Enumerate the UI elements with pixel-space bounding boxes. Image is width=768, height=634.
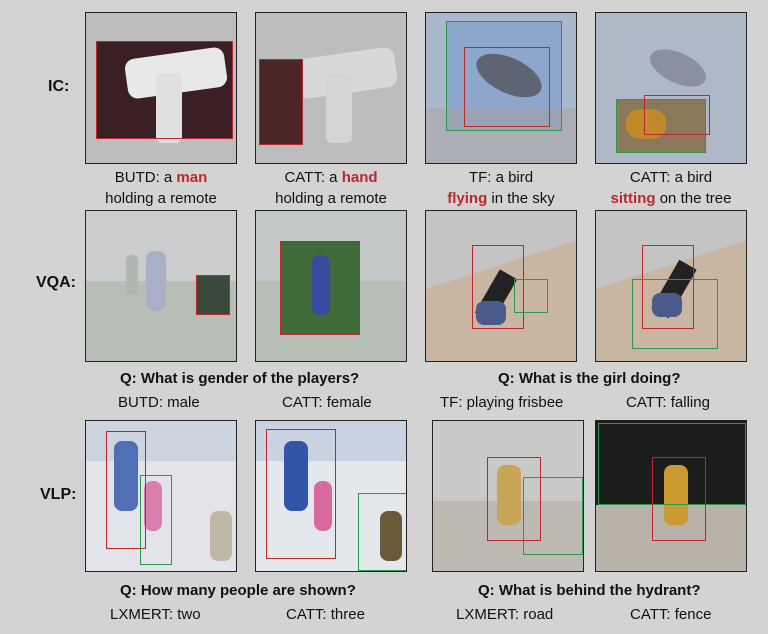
ic-box-1: [96, 41, 233, 139]
ic-image-4: [595, 12, 747, 164]
vlp-box-4-red: [652, 457, 706, 541]
ic-box-4-green: [616, 99, 706, 153]
vlp-box-2-green: [358, 493, 406, 571]
vlp-image-3: [432, 420, 584, 572]
ic-box-3-green: [446, 21, 562, 131]
ic-box-2: [259, 59, 303, 145]
vlp-question-2: Q: What is behind the hydrant?: [478, 582, 701, 599]
vqa-answer-1a: BUTD: male: [118, 394, 200, 411]
ic-box-3-red: [464, 47, 550, 127]
vqa-question-2: Q: What is the girl doing?: [498, 370, 681, 387]
vqa-answer-2a: TF: playing frisbee: [440, 394, 564, 411]
vlp-image-1: [85, 420, 237, 572]
vqa-image-3: [425, 210, 577, 362]
vqa-box-3-green: [514, 279, 548, 313]
vlp-answer-2a: LXMERT: road: [456, 606, 554, 623]
vlp-box-4-green: [598, 423, 746, 505]
vlp-box-2-red: [266, 429, 336, 559]
vlp-box-1-green: [140, 475, 172, 565]
vlp-box-3-green: [523, 477, 583, 555]
vlp-question-1: Q: How many people are shown?: [120, 582, 356, 599]
ic-image-2: [255, 12, 407, 164]
row-label-ic: IC:: [48, 78, 70, 95]
vqa-image-1: [85, 210, 237, 362]
vqa-question-1: Q: What is gender of the players?: [120, 370, 360, 387]
vqa-image-2: [255, 210, 407, 362]
vqa-answer-2b: CATT: falling: [626, 394, 710, 411]
ic-image-1: [85, 12, 237, 164]
vlp-answer-1b: CATT: three: [286, 606, 365, 623]
vqa-box-3-red: [472, 245, 524, 329]
vlp-image-4: [595, 420, 747, 572]
vlp-answer-2b: CATT: fence: [630, 606, 712, 623]
vqa-box-4-red: [642, 245, 694, 329]
vqa-answer-1b: CATT: female: [282, 394, 372, 411]
vlp-box-1-red: [106, 431, 146, 549]
ic-image-3: [425, 12, 577, 164]
vlp-answer-1a: LXMERT: two: [110, 606, 201, 623]
vlp-box-3-red: [487, 457, 541, 541]
vqa-box-1: [196, 275, 230, 315]
row-label-vqa: VQA:: [36, 274, 76, 291]
ic-box-4-red: [644, 95, 710, 135]
vqa-image-4: [595, 210, 747, 362]
vqa-box-2: [280, 241, 360, 335]
row-label-vlp: VLP:: [40, 486, 77, 503]
vlp-image-2: [255, 420, 407, 572]
vqa-box-4-green: [632, 279, 718, 349]
